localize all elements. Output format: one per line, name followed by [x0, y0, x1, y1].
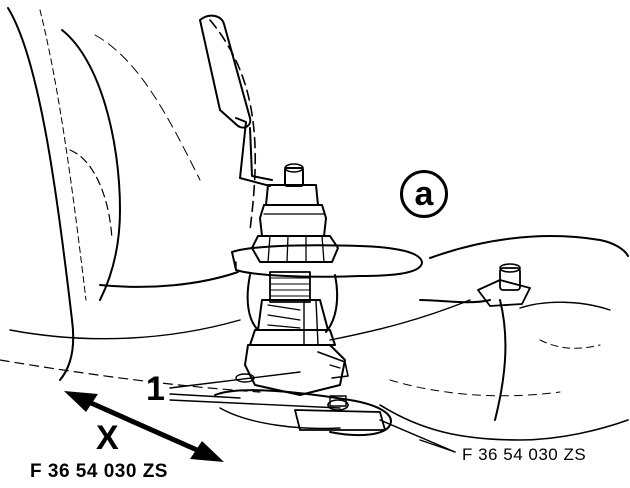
- right-body-structure: [419, 235, 629, 421]
- view-label: X: [96, 419, 119, 457]
- base-plate: [214, 373, 392, 437]
- shift-mechanism: [231, 163, 423, 396]
- leader-lines: [169, 371, 456, 453]
- callout-label: a: [414, 175, 434, 213]
- left-body-panel: [7, 7, 239, 381]
- figure-code-right: F 36 54 030 ZS: [462, 445, 587, 464]
- direction-arrow-icon: [64, 391, 224, 462]
- circle-callout-icon: a: [400, 170, 448, 218]
- figure-code-left: F 36 54 030 ZS: [30, 461, 168, 482]
- shift-lever-icon: [199, 14, 273, 187]
- part-label: 1: [146, 370, 165, 408]
- tunnel-outline: [0, 19, 629, 441]
